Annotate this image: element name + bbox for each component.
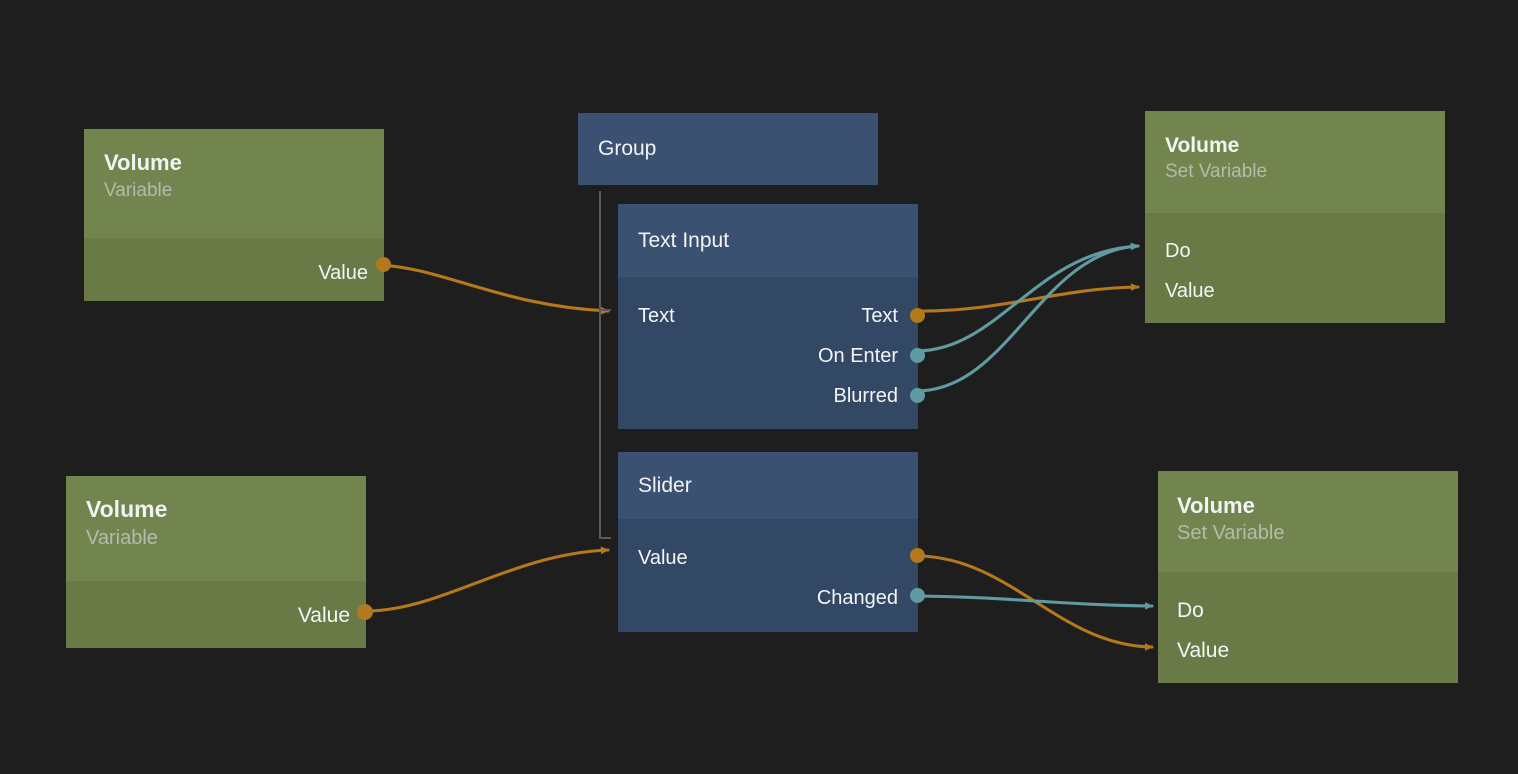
node-volume-variable-top[interactable]: Volume Variable Value xyxy=(84,129,391,301)
node-volume-set-variable-top[interactable]: Volume Set Variable Do Value xyxy=(1145,111,1445,323)
wire-volume-bottom-to-slider xyxy=(362,546,610,613)
port-dot-changed-out[interactable] xyxy=(910,588,925,603)
port-in-do[interactable]: Do xyxy=(1177,599,1204,622)
wire-onenter-to-do xyxy=(916,242,1140,353)
wire-changed-to-do xyxy=(916,594,1154,610)
node-subtitle: Set Variable xyxy=(1165,160,1268,182)
port-dot-on-enter-out[interactable] xyxy=(910,348,925,363)
node-body: Value xyxy=(84,238,384,301)
port-out-blurred[interactable]: Blurred xyxy=(833,385,898,407)
node-title: Volume xyxy=(104,150,182,175)
node-group[interactable]: Group xyxy=(578,113,878,185)
port-dot-value-out[interactable] xyxy=(357,604,373,620)
port-out-changed[interactable]: Changed xyxy=(816,587,898,609)
wire-volume-top-to-text-input xyxy=(374,263,610,315)
node-subtitle: Set Variable xyxy=(1177,521,1285,544)
node-slider[interactable]: Slider Value Value Changed xyxy=(618,452,925,632)
port-out-on-enter[interactable]: On Enter xyxy=(817,345,898,367)
node-subtitle: Variable xyxy=(86,526,158,549)
node-subtitle: Variable xyxy=(104,179,173,201)
node-header: Slider xyxy=(618,452,918,519)
node-title: Volume xyxy=(1165,134,1240,157)
port-in-do[interactable]: Do xyxy=(1165,240,1191,262)
node-text-input[interactable]: Text Input Text Text On Enter Blurred xyxy=(618,204,925,429)
group-bracket-vertical xyxy=(599,191,601,539)
port-in-value[interactable]: Value xyxy=(1177,639,1230,662)
node-title: Volume xyxy=(86,496,168,522)
node-body: Value Value Changed xyxy=(618,519,918,632)
node-body: Text Text On Enter Blurred xyxy=(618,277,918,429)
node-header: Volume Variable xyxy=(66,476,366,581)
node-body: Do Value xyxy=(1158,572,1458,683)
port-dot-text-out[interactable] xyxy=(910,308,925,323)
node-body: Do Value xyxy=(1145,213,1445,323)
node-header: Text Input xyxy=(618,204,918,277)
group-bracket-tick-bottom xyxy=(599,537,611,539)
node-header: Volume Variable xyxy=(84,129,384,238)
wire-slider-value-to-set-value xyxy=(916,554,1154,651)
port-dot-value-out[interactable] xyxy=(376,257,391,272)
node-title: Group xyxy=(598,137,657,160)
group-bracket-tick-top xyxy=(599,309,611,311)
port-in-text[interactable]: Text xyxy=(638,305,675,327)
port-out-text[interactable]: Text xyxy=(861,305,898,327)
node-volume-set-variable-bottom[interactable]: Volume Set Variable Do Value xyxy=(1158,471,1458,683)
node-body: Value xyxy=(66,581,366,648)
node-volume-variable-bottom[interactable]: Volume Variable Value xyxy=(66,476,373,648)
node-title: Volume xyxy=(1177,493,1255,518)
port-in-value[interactable]: Value xyxy=(638,547,688,569)
node-header: Volume Set Variable xyxy=(1158,471,1458,572)
port-dot-value-out[interactable] xyxy=(910,548,925,563)
node-title: Slider xyxy=(638,474,692,497)
port-out-value[interactable]: Value xyxy=(318,262,368,284)
node-header: Group xyxy=(578,113,878,185)
node-header: Volume Set Variable xyxy=(1145,111,1445,213)
port-out-value[interactable]: Value xyxy=(297,604,350,627)
port-dot-blurred-out[interactable] xyxy=(910,388,925,403)
node-title: Text Input xyxy=(638,229,730,252)
wire-blurred-to-do xyxy=(916,242,1140,393)
port-in-value[interactable]: Value xyxy=(1165,280,1215,302)
wire-text-to-set-value xyxy=(916,283,1140,313)
